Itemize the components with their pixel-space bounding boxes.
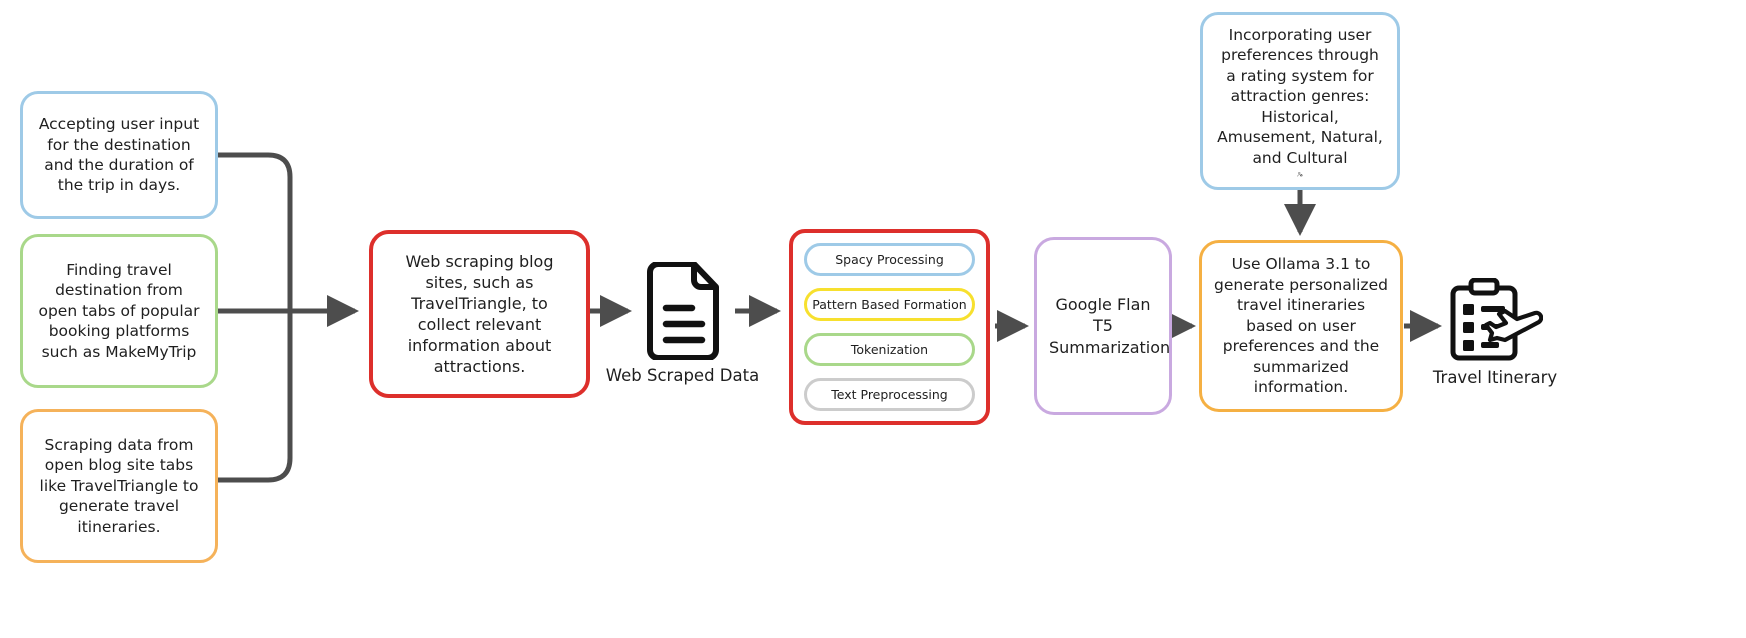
web-scraping-node-text: Web scraping blog sites, such as TravelT… xyxy=(405,251,554,377)
pipeline-step-label: Pattern Based Formation xyxy=(812,297,967,312)
pipeline-step-tokenization[interactable]: Tokenization xyxy=(804,333,975,366)
pipeline-step-label: Tokenization xyxy=(850,342,929,357)
user-gear-icon xyxy=(1297,172,1303,177)
itinerary-generation-node[interactable]: Use Ollama 3.1 to generate personalized … xyxy=(1199,240,1403,412)
pipeline-step-pattern-based-formation[interactable]: Pattern Based Formation xyxy=(804,288,975,321)
user-preferences-node-text: Incorporating user preferences through a… xyxy=(1217,26,1383,167)
travel-itinerary-group: Travel Itinerary xyxy=(1433,278,1557,387)
pipeline-step-text-preprocessing[interactable]: Text Preprocessing xyxy=(804,378,975,411)
input-node-accepting-user-input[interactable]: Accepting user input for the destination… xyxy=(20,91,218,219)
itinerary-generation-node-text: Use Ollama 3.1 to generate personalized … xyxy=(1214,255,1388,397)
input-node-text: Finding travel destination from open tab… xyxy=(38,260,200,361)
input-node-finding-travel-destination[interactable]: Finding travel destination from open tab… xyxy=(20,234,218,388)
travel-itinerary-caption: Travel Itinerary xyxy=(1432,368,1558,387)
web-scraped-data-caption: Web Scraped Data xyxy=(605,366,760,385)
input-node-text: Accepting user input for the destination… xyxy=(38,115,200,195)
connector-input3-bus xyxy=(218,311,293,483)
web-scraping-node[interactable]: Web scraping blog sites, such as TravelT… xyxy=(369,230,590,398)
web-scraped-data-group: Web Scraped Data xyxy=(606,262,759,385)
nlp-pipeline-node[interactable]: Spacy Processing Pattern Based Formation… xyxy=(789,229,990,425)
summarization-node[interactable]: Google Flan T5 Summarization xyxy=(1034,237,1172,415)
pipeline-step-spacy-processing[interactable]: Spacy Processing xyxy=(804,243,975,276)
itinerary-plane-clipboard-icon xyxy=(1450,278,1543,361)
summarization-node-text: Google Flan T5 Summarization xyxy=(1049,295,1171,357)
connector-input1-bus xyxy=(218,152,293,311)
pipeline-step-label: Text Preprocessing xyxy=(831,387,948,402)
pipeline-step-label: Spacy Processing xyxy=(835,252,944,267)
document-icon xyxy=(646,262,719,360)
input-node-scraping-blog-tabs[interactable]: Scraping data from open blog site tabs l… xyxy=(20,409,218,563)
input-node-text: Scraping data from open blog site tabs l… xyxy=(39,435,199,536)
user-preferences-node[interactable]: Incorporating user preferences through a… xyxy=(1200,12,1400,190)
